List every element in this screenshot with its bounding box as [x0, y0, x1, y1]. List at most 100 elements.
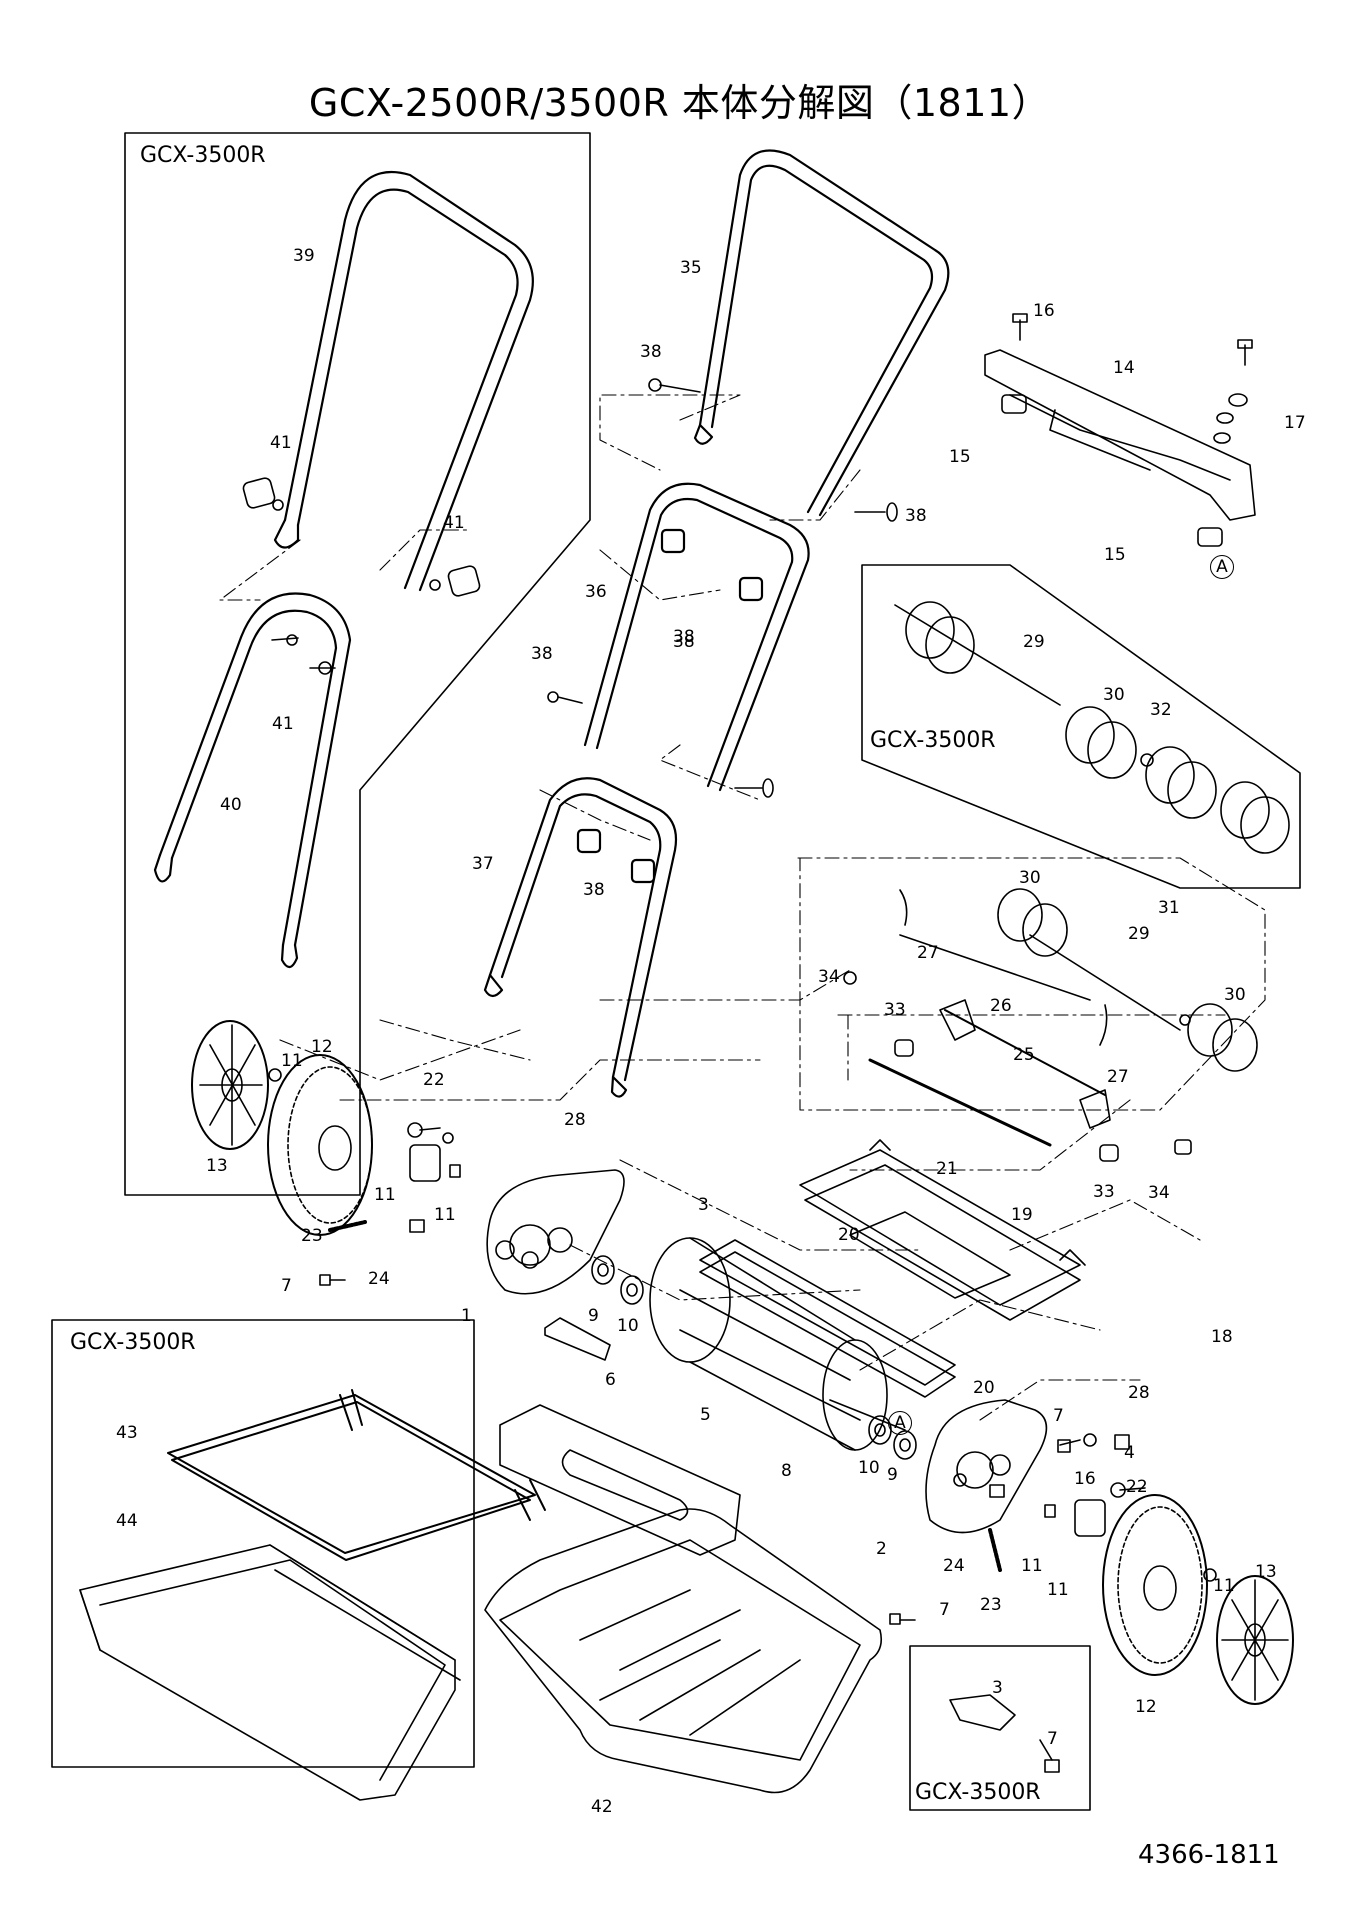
callout-c31: 31 [1158, 898, 1180, 918]
callout-c22b: 22 [1126, 1477, 1148, 1497]
callout-c12a: 12 [311, 1037, 333, 1057]
callout-c28b: 28 [1128, 1383, 1150, 1403]
callout-c4: 4 [1124, 1443, 1135, 1463]
callout-c24a: 24 [368, 1269, 390, 1289]
callout-c34b: 34 [1148, 1183, 1170, 1203]
callout-c44: 44 [116, 1511, 138, 1531]
callout-c3b: 3 [992, 1678, 1003, 1698]
bedknife-19 [799, 1139, 1086, 1321]
wheel-12-right [1102, 1494, 1208, 1676]
callout-c27b: 27 [1107, 1067, 1129, 1087]
callout-c13b: 13 [1255, 1562, 1277, 1582]
small-panel-parts [949, 1694, 1060, 1773]
callout-c41a: 41 [270, 433, 292, 453]
document-code: 4366-1811 [1138, 1840, 1280, 1870]
catcher-frame-43 [167, 1389, 546, 1561]
grass-guard-14 [984, 313, 1256, 547]
callout-c42: 42 [591, 1797, 613, 1817]
wheel-13-left [191, 1020, 269, 1150]
callout-c20b: 20 [973, 1378, 995, 1398]
callout-c30a: 30 [1103, 685, 1125, 705]
callout-c37: 37 [472, 854, 494, 874]
callout-c39: 39 [293, 246, 315, 266]
callout-c34a: 34 [818, 967, 840, 987]
bolt-38-group [547, 378, 898, 798]
callout-c2: 2 [876, 1539, 887, 1559]
callout-c35: 35 [680, 258, 702, 278]
callout-c38d: 38 [531, 644, 553, 664]
callout-c25: 25 [1013, 1045, 1035, 1065]
callout-c7c: 7 [939, 1600, 950, 1620]
handle-35 [693, 149, 950, 517]
callout-c15b: 15 [1104, 545, 1126, 565]
callout-c33b: 33 [1093, 1182, 1115, 1202]
gears-springs [268, 1068, 1217, 1625]
panel-border-top-left [124, 132, 591, 1196]
callout-c38b: 38 [905, 506, 927, 526]
callout-c12b: 12 [1135, 1697, 1157, 1717]
callout-c38a: 38 [640, 342, 662, 362]
callout-c10b: 10 [858, 1458, 880, 1478]
callout-cA1: A [1210, 555, 1234, 579]
callout-c16b: 16 [1074, 1469, 1096, 1489]
callout-c13a: 13 [206, 1156, 228, 1176]
panel-border-bottom-left [51, 1319, 475, 1768]
callout-c11c: 11 [434, 1205, 456, 1225]
callout-c38c: 38 [673, 627, 695, 647]
front-cover-5 [499, 1317, 741, 1556]
handle-40 [153, 592, 352, 969]
panel-label-bottom-left: GCX-3500R [70, 1330, 196, 1355]
knob-41-group [242, 477, 481, 675]
callout-c22a: 22 [423, 1070, 445, 1090]
callout-c38e: 38 [673, 632, 695, 652]
handle-37 [483, 777, 678, 1098]
callout-c33a: 33 [884, 1000, 906, 1020]
callout-c3a: 3 [698, 1195, 709, 1215]
callout-c11b: 11 [374, 1185, 396, 1205]
callout-cA2: A [888, 1411, 912, 1435]
callout-c29a: 29 [1023, 632, 1045, 652]
callout-c38f: 38 [583, 880, 605, 900]
callout-c11d: 11 [1021, 1556, 1043, 1576]
callout-c27a: 27 [917, 943, 939, 963]
callout-c1: 1 [461, 1306, 472, 1326]
callout-c5: 5 [700, 1405, 711, 1425]
side-plate-1 [486, 1169, 625, 1295]
callout-c11e: 11 [1047, 1580, 1069, 1600]
callout-c7a: 7 [281, 1276, 292, 1296]
callout-c40: 40 [220, 795, 242, 815]
callout-c9a: 9 [588, 1306, 599, 1326]
callout-c9b: 9 [887, 1465, 898, 1485]
callout-c15a: 15 [949, 447, 971, 467]
callout-c32: 32 [1150, 700, 1172, 720]
callout-c16a: 16 [1033, 301, 1055, 321]
wheel-13-right [1216, 1575, 1294, 1705]
grass-catcher-42 [484, 1508, 883, 1794]
callout-c17: 17 [1284, 413, 1306, 433]
callout-c21: 21 [936, 1159, 958, 1179]
callout-c30b: 30 [1019, 868, 1041, 888]
callout-c6: 6 [605, 1370, 616, 1390]
callout-c10a: 10 [617, 1316, 639, 1336]
wheel-12-left [267, 1054, 373, 1236]
callout-c20a: 20 [838, 1225, 860, 1245]
panel-border-roller [861, 564, 1301, 889]
panel-label-top-left: GCX-3500R [140, 143, 266, 168]
callout-c7b: 7 [1053, 1406, 1064, 1426]
callout-c8: 8 [781, 1461, 792, 1481]
plate-3 [699, 1239, 956, 1398]
callout-c36: 36 [585, 582, 607, 602]
grass-bag-44 [79, 1544, 461, 1801]
callout-c41b: 41 [443, 513, 465, 533]
callout-c30c: 30 [1224, 985, 1246, 1005]
callout-c26: 26 [990, 996, 1012, 1016]
callout-c41c: 41 [272, 714, 294, 734]
callout-c23b: 23 [980, 1595, 1002, 1615]
callout-c7d: 7 [1047, 1729, 1058, 1749]
callout-c43: 43 [116, 1423, 138, 1443]
callout-c24b: 24 [943, 1556, 965, 1576]
callout-c11a: 11 [281, 1051, 303, 1071]
panel-border-bottom-small [909, 1645, 1091, 1811]
roller-panel-parts [894, 601, 1290, 854]
